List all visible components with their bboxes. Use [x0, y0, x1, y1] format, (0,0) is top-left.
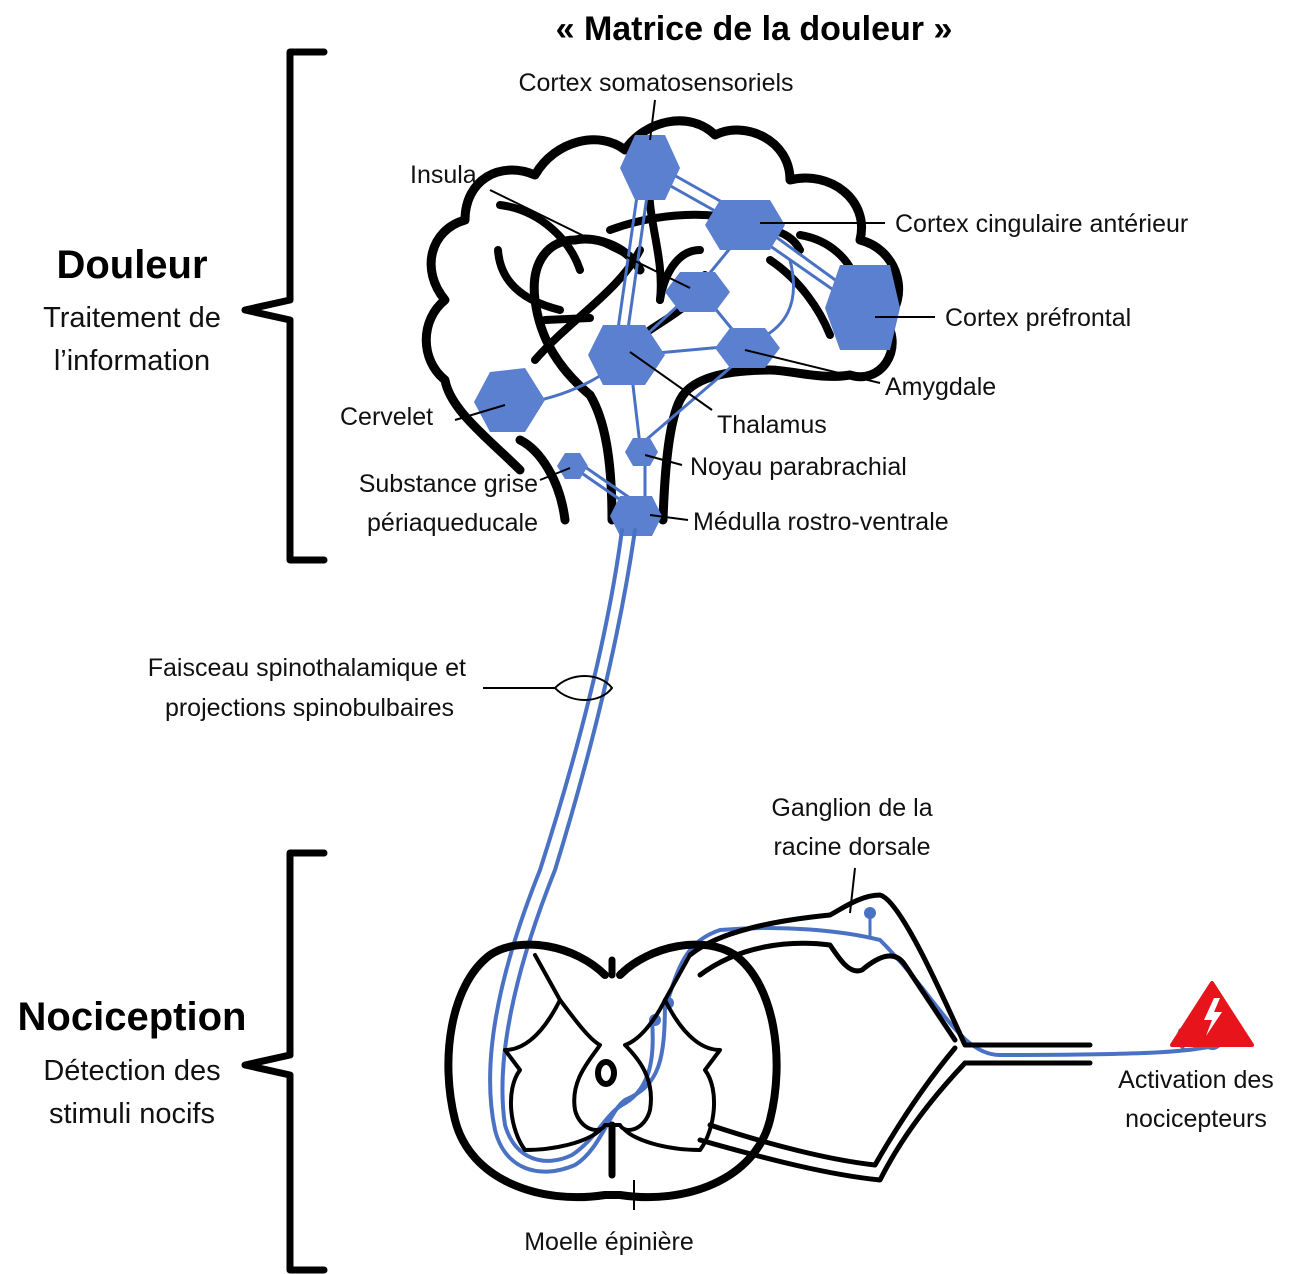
parabrachial-label: Noyau parabrachial	[690, 453, 907, 481]
pain-brace	[245, 52, 324, 560]
nociceptor-label-line2: nocicepteurs	[1125, 1105, 1267, 1133]
pag-label-line1: Substance grise	[359, 470, 538, 498]
drg-leader	[850, 868, 855, 913]
diagram-title: « Matrice de la douleur »	[556, 10, 953, 48]
insula-label: Insula	[410, 161, 477, 189]
insula-leader	[490, 190, 690, 288]
parabrachial-region	[625, 438, 658, 466]
nociception-heading: Nociception	[18, 995, 247, 1039]
cerebellum-region	[474, 368, 545, 432]
insula-region	[665, 272, 730, 312]
nociception-subtitle-line2: stimuli nocifs	[49, 1098, 215, 1130]
prefrontal-region	[825, 265, 900, 350]
rvm-label: Médulla rostro-ventrale	[693, 508, 949, 536]
drg-label-line2: racine dorsale	[773, 833, 930, 861]
spinal-cord	[448, 945, 776, 1198]
pain-heading: Douleur	[56, 243, 207, 287]
tract-label-line2: projections spinobulbaires	[165, 694, 454, 722]
acc-region	[705, 200, 785, 250]
thalamus-label: Thalamus	[717, 411, 827, 439]
spinal-cord-label: Moelle épinière	[524, 1228, 694, 1256]
prefrontal-label: Cortex préfrontal	[945, 304, 1131, 332]
drg-cell-body	[864, 907, 876, 919]
dorsal-root-ganglion	[690, 895, 1090, 1180]
somatosensory-leader	[650, 100, 655, 140]
acc-label: Cortex cingulaire antérieur	[895, 210, 1188, 238]
amygdala-label: Amygdale	[885, 373, 996, 401]
pain-subtitle-line1: Traitement de	[43, 302, 221, 334]
nociception-subtitle-line1: Détection des	[43, 1055, 220, 1087]
pag-label-line2: périaqueducale	[367, 509, 538, 537]
nociceptor-label-line1: Activation des	[1118, 1066, 1274, 1094]
somatosensory-label: Cortex somatosensoriels	[518, 69, 793, 97]
pain-subtitle-line2: l’information	[54, 345, 210, 377]
tract-label-line1: Faisceau spinothalamique et	[148, 654, 466, 682]
high-voltage-warning-icon	[1172, 983, 1252, 1045]
thalamus-region	[588, 325, 665, 385]
cerebellum-label: Cervelet	[340, 403, 433, 431]
drg-label-line1: Ganglion de la	[771, 794, 932, 822]
nociception-brace	[245, 853, 324, 1270]
